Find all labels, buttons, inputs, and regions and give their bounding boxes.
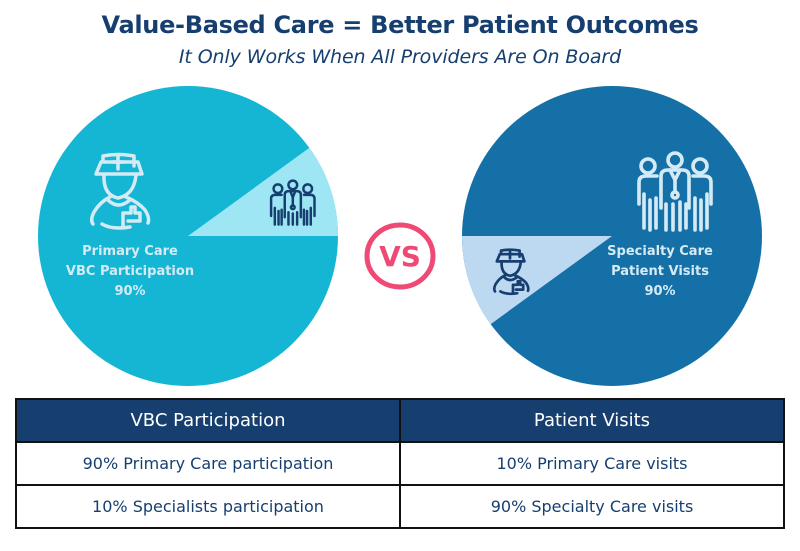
left-pie-label-line2: VBC Participation bbox=[65, 264, 195, 279]
table-row: 90% Primary Care participation 10% Prima… bbox=[15, 441, 785, 486]
left-pie-chart bbox=[38, 86, 339, 386]
comparison-table: VBC Participation Patient Visits 90% Pri… bbox=[15, 398, 785, 529]
right-pie-label: Specialty Care Patient Visits 90% bbox=[580, 242, 740, 302]
table-row: 10% Specialists participation 90% Specia… bbox=[15, 484, 785, 529]
table-cell: 90% Primary Care participation bbox=[15, 441, 401, 486]
left-pie-label: Primary Care VBC Participation 90% bbox=[50, 242, 210, 302]
table-cell: 90% Specialty Care visits bbox=[399, 484, 785, 529]
table-header-vbc-participation: VBC Participation bbox=[15, 398, 401, 443]
table-cell: 10% Specialists participation bbox=[15, 484, 401, 529]
table-header-row: VBC Participation Patient Visits bbox=[15, 398, 785, 443]
table-cell: 10% Primary Care visits bbox=[399, 441, 785, 486]
vs-badge: VS bbox=[364, 222, 436, 290]
left-pie-label-value: 90% bbox=[114, 284, 146, 299]
table-header-patient-visits: Patient Visits bbox=[399, 398, 785, 443]
page-title: Value-Based Care = Better Patient Outcom… bbox=[101, 11, 699, 39]
charts-area: VS bbox=[38, 86, 762, 386]
specialists-group-icon bbox=[269, 179, 316, 226]
page-subtitle: It Only Works When All Providers Are On … bbox=[178, 46, 622, 68]
specialists-group-icon bbox=[637, 151, 713, 232]
doctor-icon bbox=[89, 152, 151, 230]
left-pie-label-line1: Primary Care bbox=[82, 244, 178, 259]
right-pie-label-line2: Patient Visits bbox=[611, 264, 709, 279]
doctor-icon bbox=[492, 248, 530, 296]
right-pie-label-value: 90% bbox=[644, 284, 676, 299]
right-pie-chart bbox=[462, 86, 762, 386]
vs-label: VS bbox=[379, 240, 421, 273]
right-pie-label-line1: Specialty Care bbox=[607, 244, 713, 259]
